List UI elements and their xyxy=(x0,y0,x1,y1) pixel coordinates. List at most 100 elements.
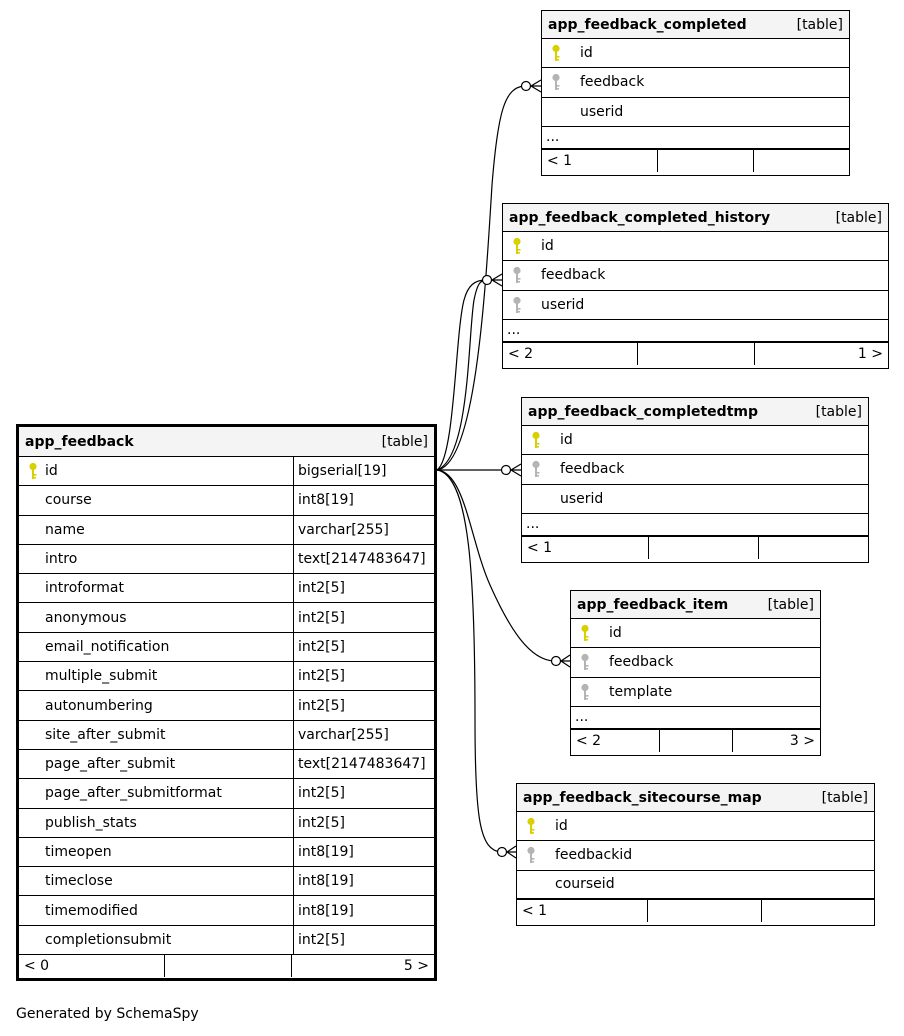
footer-spacer xyxy=(649,536,759,559)
column-name: course xyxy=(45,492,92,509)
column-name: multiple_submit xyxy=(45,668,158,685)
more-columns: ... xyxy=(522,514,868,537)
column-name: id xyxy=(609,625,622,642)
key-icon xyxy=(546,73,566,91)
column-name-cell: intro xyxy=(19,545,293,573)
column-row[interactable]: feedback xyxy=(522,455,868,485)
column-name: intro xyxy=(45,551,78,568)
column-name: site_after_submit xyxy=(45,726,166,743)
column-name: email_notification xyxy=(45,638,170,655)
column-type: int8[19] xyxy=(293,867,434,896)
column-row[interactable]: timemodified int8[19] xyxy=(19,896,434,926)
column-row[interactable]: course int8[19] xyxy=(19,486,434,516)
footer-spacer xyxy=(660,729,733,752)
zero-many-marker xyxy=(496,846,508,858)
table-header: app_feedback_completedtmp[table] xyxy=(522,398,868,426)
column-type: int2[5] xyxy=(293,574,434,603)
column-row[interactable]: id xyxy=(542,39,849,69)
zero-many-marker xyxy=(481,274,493,286)
column-row[interactable]: site_after_submit varchar[255] xyxy=(19,720,434,750)
column-row[interactable]: feedback xyxy=(542,68,849,98)
column-type: int8[19] xyxy=(293,896,434,925)
generated-by-text: Generated by SchemaSpy xyxy=(16,1006,199,1022)
column-type: int2[5] xyxy=(293,662,434,691)
column-name-cell: id xyxy=(19,457,293,485)
column-row[interactable]: template xyxy=(571,678,820,707)
column-row[interactable]: userid xyxy=(503,291,888,320)
column-type: int8[19] xyxy=(293,486,434,515)
table-name: app_feedback_item xyxy=(577,596,729,613)
column-name: completionsubmit xyxy=(45,931,172,948)
key-icon xyxy=(507,296,527,314)
column-name-cell: timemodified xyxy=(19,896,293,924)
column-type: int2[5] xyxy=(293,925,434,955)
column-row[interactable]: id xyxy=(522,426,868,456)
column-row[interactable]: id xyxy=(503,232,888,262)
column-name-cell: completionsubmit xyxy=(19,926,293,954)
column-row[interactable]: multiple_submit int2[5] xyxy=(19,662,434,692)
table-footer: < 1 xyxy=(542,149,849,172)
column-name-cell: course xyxy=(19,486,293,514)
column-row[interactable]: userid xyxy=(522,485,868,514)
column-name-cell: timeclose xyxy=(19,867,293,895)
parents-count: < 2 xyxy=(503,342,638,365)
column-type: varchar[255] xyxy=(293,515,434,544)
key-icon xyxy=(526,460,546,478)
key-icon xyxy=(546,44,566,62)
column-name: id xyxy=(580,45,593,62)
parents-count: < 1 xyxy=(522,536,649,559)
column-name: id xyxy=(555,818,568,835)
zero-many-marker xyxy=(520,80,532,92)
column-name: template xyxy=(609,683,673,700)
column-row[interactable]: feedbackid xyxy=(517,841,874,871)
column-name: timeclose xyxy=(45,873,113,890)
more-columns: ... xyxy=(571,707,820,730)
parents-count: < 1 xyxy=(517,899,648,922)
column-name: feedback xyxy=(580,74,645,91)
table-footer: < 1 xyxy=(522,536,868,559)
column-name-cell: name xyxy=(19,516,293,544)
column-row[interactable]: feedback xyxy=(571,648,820,678)
column-name: timemodified xyxy=(45,902,138,919)
column-row[interactable]: timeclose int8[19] xyxy=(19,867,434,897)
table-name: app_feedback_completedtmp xyxy=(528,403,759,420)
key-icon xyxy=(23,462,43,480)
table-name: app_feedback_sitecourse_map xyxy=(523,789,762,806)
column-row[interactable]: id xyxy=(517,812,874,842)
column-type: text[2147483647] xyxy=(293,749,434,779)
column-name: userid xyxy=(580,103,624,120)
footer-spacer xyxy=(165,955,292,978)
column-row[interactable]: completionsubmit int2[5] xyxy=(19,925,434,956)
key-icon xyxy=(507,266,527,284)
column-row[interactable]: userid xyxy=(542,98,849,127)
more-columns: ... xyxy=(542,127,849,150)
children-count: 3 > xyxy=(789,732,815,749)
column-name-cell: timeopen xyxy=(19,838,293,866)
column-row[interactable]: feedback xyxy=(503,261,888,291)
column-row[interactable]: id xyxy=(571,619,820,649)
column-name-cell: autonumbering xyxy=(19,691,293,719)
column-name: anonymous xyxy=(45,609,127,626)
column-name-cell: anonymous xyxy=(19,603,293,631)
column-type: varchar[255] xyxy=(293,720,434,749)
column-row[interactable]: courseid xyxy=(517,871,874,900)
